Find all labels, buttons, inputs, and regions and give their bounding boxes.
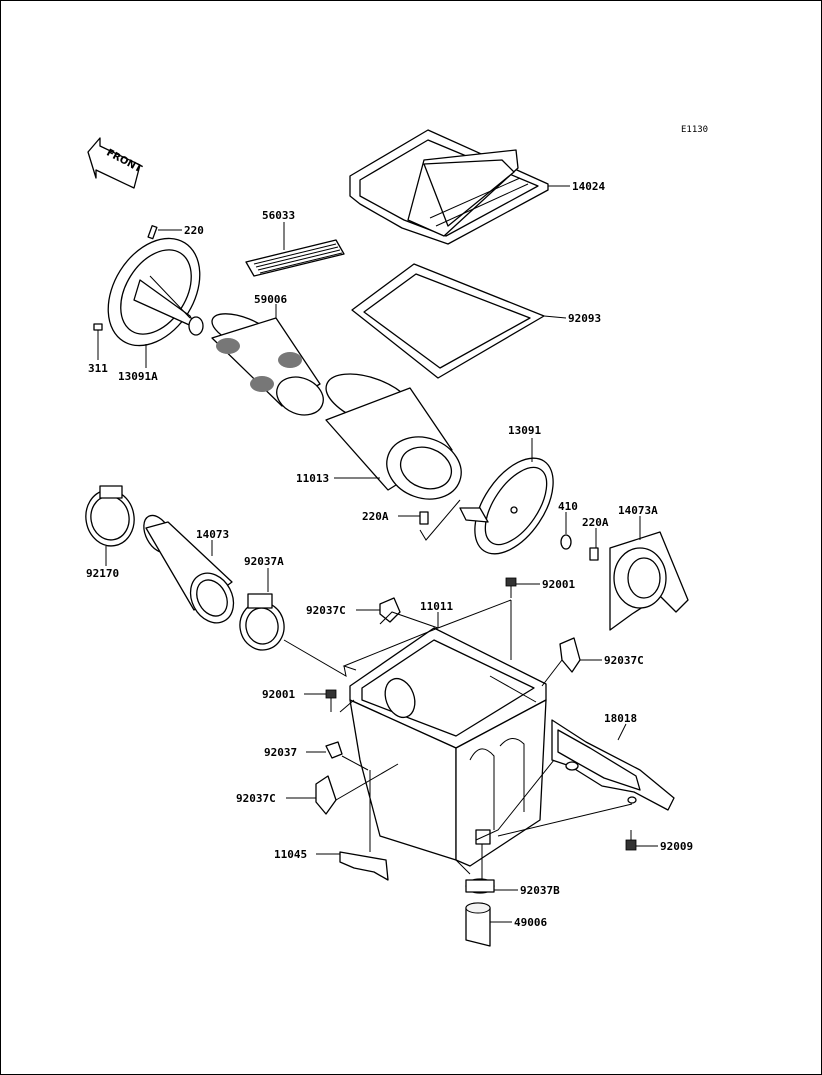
part-56033-label	[245, 239, 345, 277]
label-13091: 13091	[508, 424, 541, 437]
label-14073A: 14073A	[618, 504, 658, 517]
label-11045: 11045	[274, 848, 307, 861]
label-92001-left: 92001	[262, 688, 295, 701]
label-92001-top: 92001	[542, 578, 575, 591]
label-220: 220	[184, 224, 204, 237]
part-220A-screw	[419, 511, 599, 561]
label-11013: 11013	[296, 472, 329, 485]
label-92037C-3: 92037C	[236, 792, 276, 805]
diagram-code: E1130	[681, 125, 708, 135]
label-92093: 92093	[568, 312, 601, 325]
label-92037C-2: 92037C	[604, 654, 644, 667]
label-92037: 92037	[264, 746, 297, 759]
part-92037C-holder	[315, 597, 581, 815]
label-220A-right: 220A	[582, 516, 609, 529]
part-311-clip	[93, 323, 103, 331]
part-11013-air-filter-element	[325, 373, 462, 500]
label-92037A: 92037A	[244, 555, 284, 568]
label-92037B: 92037B	[520, 884, 560, 897]
part-13091-cover-plate	[459, 457, 554, 555]
part-14073-intake-tube	[143, 514, 235, 624]
label-311: 311	[88, 362, 108, 375]
front-arrow-icon: FRONT	[87, 137, 144, 189]
part-92093-gasket	[351, 263, 545, 379]
part-92009-screw	[625, 830, 637, 851]
label-410: 410	[558, 500, 578, 513]
label-59006: 59006	[254, 293, 287, 306]
label-56033: 56033	[262, 209, 295, 222]
label-18018: 18018	[604, 712, 637, 725]
label-14024: 14024	[572, 180, 605, 193]
part-220-screw	[147, 225, 158, 240]
part-92037-holder	[325, 741, 343, 759]
part-410-washer	[560, 534, 572, 550]
label-14073: 14073	[196, 528, 229, 541]
part-13091A-inlet-cap	[107, 237, 204, 347]
part-49006-drain-cap	[465, 902, 491, 947]
part-92037B-clamp	[465, 878, 495, 894]
label-11011: 11011	[420, 600, 453, 613]
label-220A-left: 220A	[362, 510, 389, 523]
part-14024-air-cleaner-cover	[349, 129, 549, 245]
part-59006-prefilter	[211, 313, 324, 416]
part-14073A-duct	[609, 531, 689, 631]
label-13091A: 13091A	[118, 370, 158, 383]
label-92037C-1: 92037C	[306, 604, 346, 617]
part-11011-air-cleaner-housing	[349, 627, 547, 867]
label-92170: 92170	[86, 567, 119, 580]
part-11045-bracket	[339, 851, 389, 881]
label-92009: 92009	[660, 840, 693, 853]
label-49006: 49006	[514, 916, 547, 929]
part-18018-guard	[551, 719, 675, 811]
part-92170-clamp	[85, 485, 135, 547]
part-92037A-clamp	[239, 593, 285, 651]
